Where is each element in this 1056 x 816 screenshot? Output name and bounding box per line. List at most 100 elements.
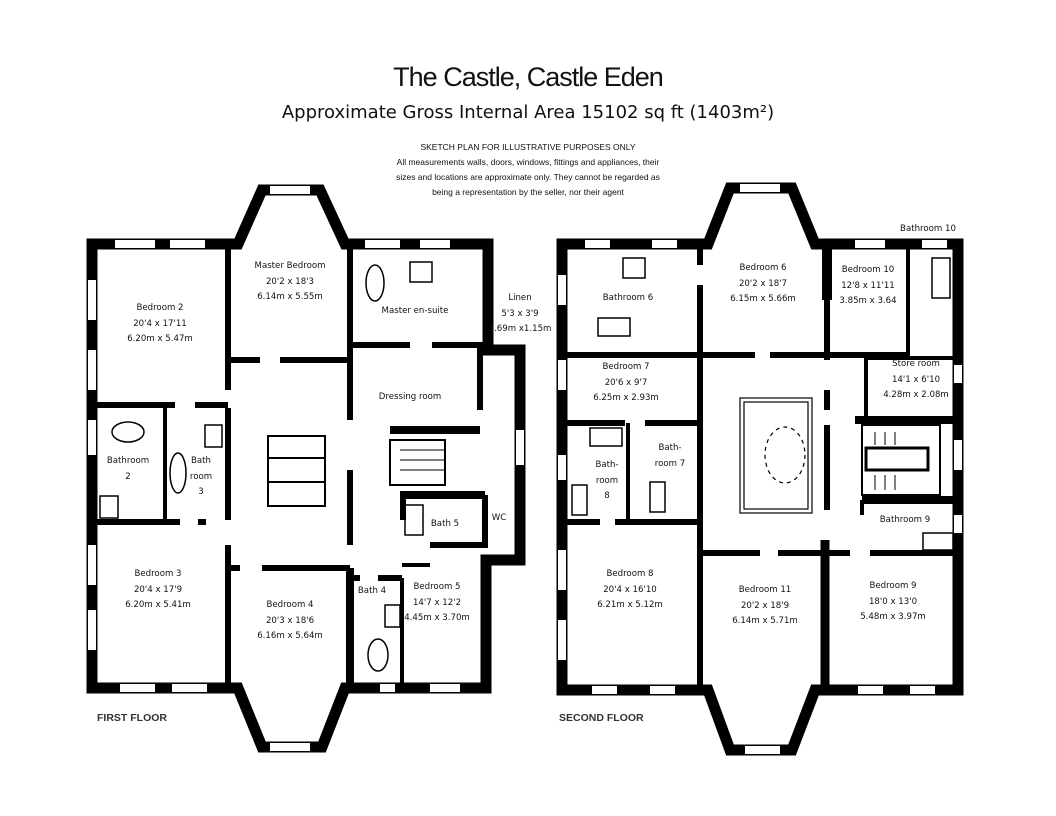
shower-icon xyxy=(571,484,588,516)
first-floor-fixtures xyxy=(99,261,433,672)
room-name: Bathroom 9 xyxy=(879,515,931,525)
bathtub-icon xyxy=(365,264,385,302)
room-size-metric: 6.14m x 5.71m xyxy=(732,616,798,626)
room-name: Bedroom 11 xyxy=(738,585,792,595)
room-size-metric: 4.45m x 3.70m xyxy=(404,613,470,623)
room-name: Bedroom 10 xyxy=(841,265,895,275)
disclaimer-line: being a representation by the seller, no… xyxy=(432,187,624,197)
room-label-bathroom-9: Bathroom 9 xyxy=(880,513,930,529)
room-name: Bathroom 6 xyxy=(602,293,654,303)
second-floor-outer-walls xyxy=(556,182,964,756)
bathtub-icon xyxy=(367,638,389,672)
room-size-metric: 6.16m x 5.64m xyxy=(257,631,323,641)
second-floor-stairs xyxy=(861,424,941,496)
room-label-bedroom-6: Bedroom 6 20'2 x 18'7 6.15m x 5.66m xyxy=(730,261,796,308)
room-label-bedroom-8: Bedroom 8 20'4 x 16'10 6.21m x 5.12m xyxy=(597,567,663,614)
room-size-metric: 6.14m x 5.55m xyxy=(257,292,323,302)
skylight xyxy=(739,397,813,514)
room-name: Bedroom 5 xyxy=(413,582,461,592)
room-size-imperial: 20'2 x 18'7 xyxy=(738,278,788,289)
room-size-imperial: 20'4 x 17'11 xyxy=(133,318,187,329)
room-label-wc: WC xyxy=(492,511,507,527)
room-label-store-room: Store room 14'1 x 6'10 4.28m x 2.08m xyxy=(883,357,949,404)
room-size-imperial: 20'3 x 18'6 xyxy=(265,615,315,626)
bathtub-icon xyxy=(597,317,631,337)
room-name: Bedroom 4 xyxy=(266,600,314,610)
first-floor-plan xyxy=(86,184,526,753)
shower-icon xyxy=(649,481,666,513)
room-label-bedroom-2: Bedroom 2 20'4 x 17'11 6.20m x 5.47m xyxy=(127,301,193,348)
room-name: Bedroom 3 xyxy=(134,569,182,579)
room-name: Bath 4 xyxy=(357,586,387,596)
room-name: Dressing room xyxy=(378,392,442,402)
disclaimer-line: All measurements walls, doors, windows, … xyxy=(396,157,660,167)
second-floor-plan xyxy=(556,182,964,756)
room-size-imperial: 14'7 x 12'2 xyxy=(412,597,462,608)
room-name: Master en-suite xyxy=(381,306,449,316)
room-label-bedroom-5: Bedroom 5 14'7 x 12'2 4.45m x 3.70m xyxy=(404,580,470,627)
room-name: Master Bedroom xyxy=(254,261,326,271)
room-name: Bath 5 xyxy=(430,519,460,529)
room-size-imperial: 20'6 x 9'7 xyxy=(604,377,648,388)
shower-icon xyxy=(409,261,433,283)
room-name: Bedroom 2 xyxy=(136,303,184,313)
room-size-metric: 6.20m x 5.47m xyxy=(127,334,193,344)
room-name: Store room xyxy=(892,359,940,369)
ceiling-dome xyxy=(764,426,806,484)
room-label-linen: Linen 5'3 x 3'9 1.69m x1.15m xyxy=(489,291,552,338)
shower-icon xyxy=(384,604,401,628)
first-floor-inner-walls xyxy=(92,244,488,688)
room-label-bathroom-3: Bath room 3 xyxy=(190,454,212,501)
room-name: Bedroom 8 xyxy=(606,569,654,579)
second-floor-fixtures xyxy=(571,257,954,551)
room-name: Linen xyxy=(508,293,532,303)
shower-icon xyxy=(622,257,646,279)
room-size-metric: 1.69m x1.15m xyxy=(488,324,552,334)
disclaimer-notes: SKETCH PLAN FOR ILLUSTRATIVE PURPOSES ON… xyxy=(300,140,756,200)
room-name: Bedroom 7 xyxy=(602,362,650,372)
second-floor-label: SECOND FLOOR xyxy=(559,712,644,724)
room-label-dressing-room: Dressing room xyxy=(379,390,441,406)
bathtub-icon xyxy=(931,257,951,299)
disclaimer-line: sizes and locations are approximate only… xyxy=(396,172,660,182)
bathtub-icon xyxy=(922,532,954,551)
room-name: room xyxy=(189,471,213,482)
room-size-metric: 6.20m x 5.41m xyxy=(125,600,191,610)
room-name: 8 xyxy=(604,491,610,501)
room-label-bedroom-10: Bedroom 10 12'8 x 11'11 3.85m x 3.64 xyxy=(839,263,896,310)
room-label-master-bedroom: Master Bedroom 20'2 x 18'3 6.14m x 5.55m xyxy=(255,259,326,306)
room-name: Bathroom xyxy=(106,456,150,466)
room-size-imperial: 20'2 x 18'9 xyxy=(740,600,790,611)
room-label-bath-5: Bath 5 xyxy=(431,517,459,533)
room-size-imperial: 12'8 x 11'11 xyxy=(841,280,895,291)
room-label-bedroom-9: Bedroom 9 18'0 x 13'0 5.48m x 3.97m xyxy=(860,579,926,626)
disclaimer-heading: SKETCH PLAN FOR ILLUSTRATIVE PURPOSES ON… xyxy=(420,142,636,152)
page-title: The Castle, Castle Eden xyxy=(393,62,664,92)
room-size-imperial: 20'2 x 18'3 xyxy=(265,276,315,287)
room-name: 2 xyxy=(125,471,131,482)
room-label-bedroom-3: Bedroom 3 20'4 x 17'9 6.20m x 5.41m xyxy=(125,567,191,614)
room-label-bathroom-8: Bath- room 8 xyxy=(595,458,618,505)
room-size-imperial: 14'1 x 6'10 xyxy=(891,374,941,385)
room-name: room xyxy=(595,475,619,486)
shower-icon xyxy=(99,495,119,519)
shower-icon xyxy=(404,504,424,536)
room-size-imperial: 18'0 x 13'0 xyxy=(868,596,918,607)
room-name: 3 xyxy=(198,487,204,497)
room-label-bedroom-7: Bedroom 7 20'6 x 9'7 6.25m x 2.93m xyxy=(593,360,659,407)
room-name: Bath- xyxy=(658,443,682,453)
second-floor-inner-walls xyxy=(562,244,958,690)
room-size-imperial: 20'4 x 16'10 xyxy=(603,584,657,595)
room-size-metric: 6.15m x 5.66m xyxy=(730,294,796,304)
bathtub-icon xyxy=(589,427,623,447)
bathtub-icon xyxy=(111,421,145,443)
room-name: room 7 xyxy=(654,458,686,469)
room-name: Bedroom 9 xyxy=(869,581,917,591)
room-label-bathroom-2: Bathroom 2 xyxy=(107,454,149,485)
room-name: Bath xyxy=(191,456,211,466)
room-label-bathroom-10: Bathroom 10 xyxy=(900,222,956,238)
room-label-bathroom-7: Bath- room 7 xyxy=(655,441,685,472)
room-name: WC xyxy=(491,513,507,523)
room-name: Bath- xyxy=(595,460,619,470)
